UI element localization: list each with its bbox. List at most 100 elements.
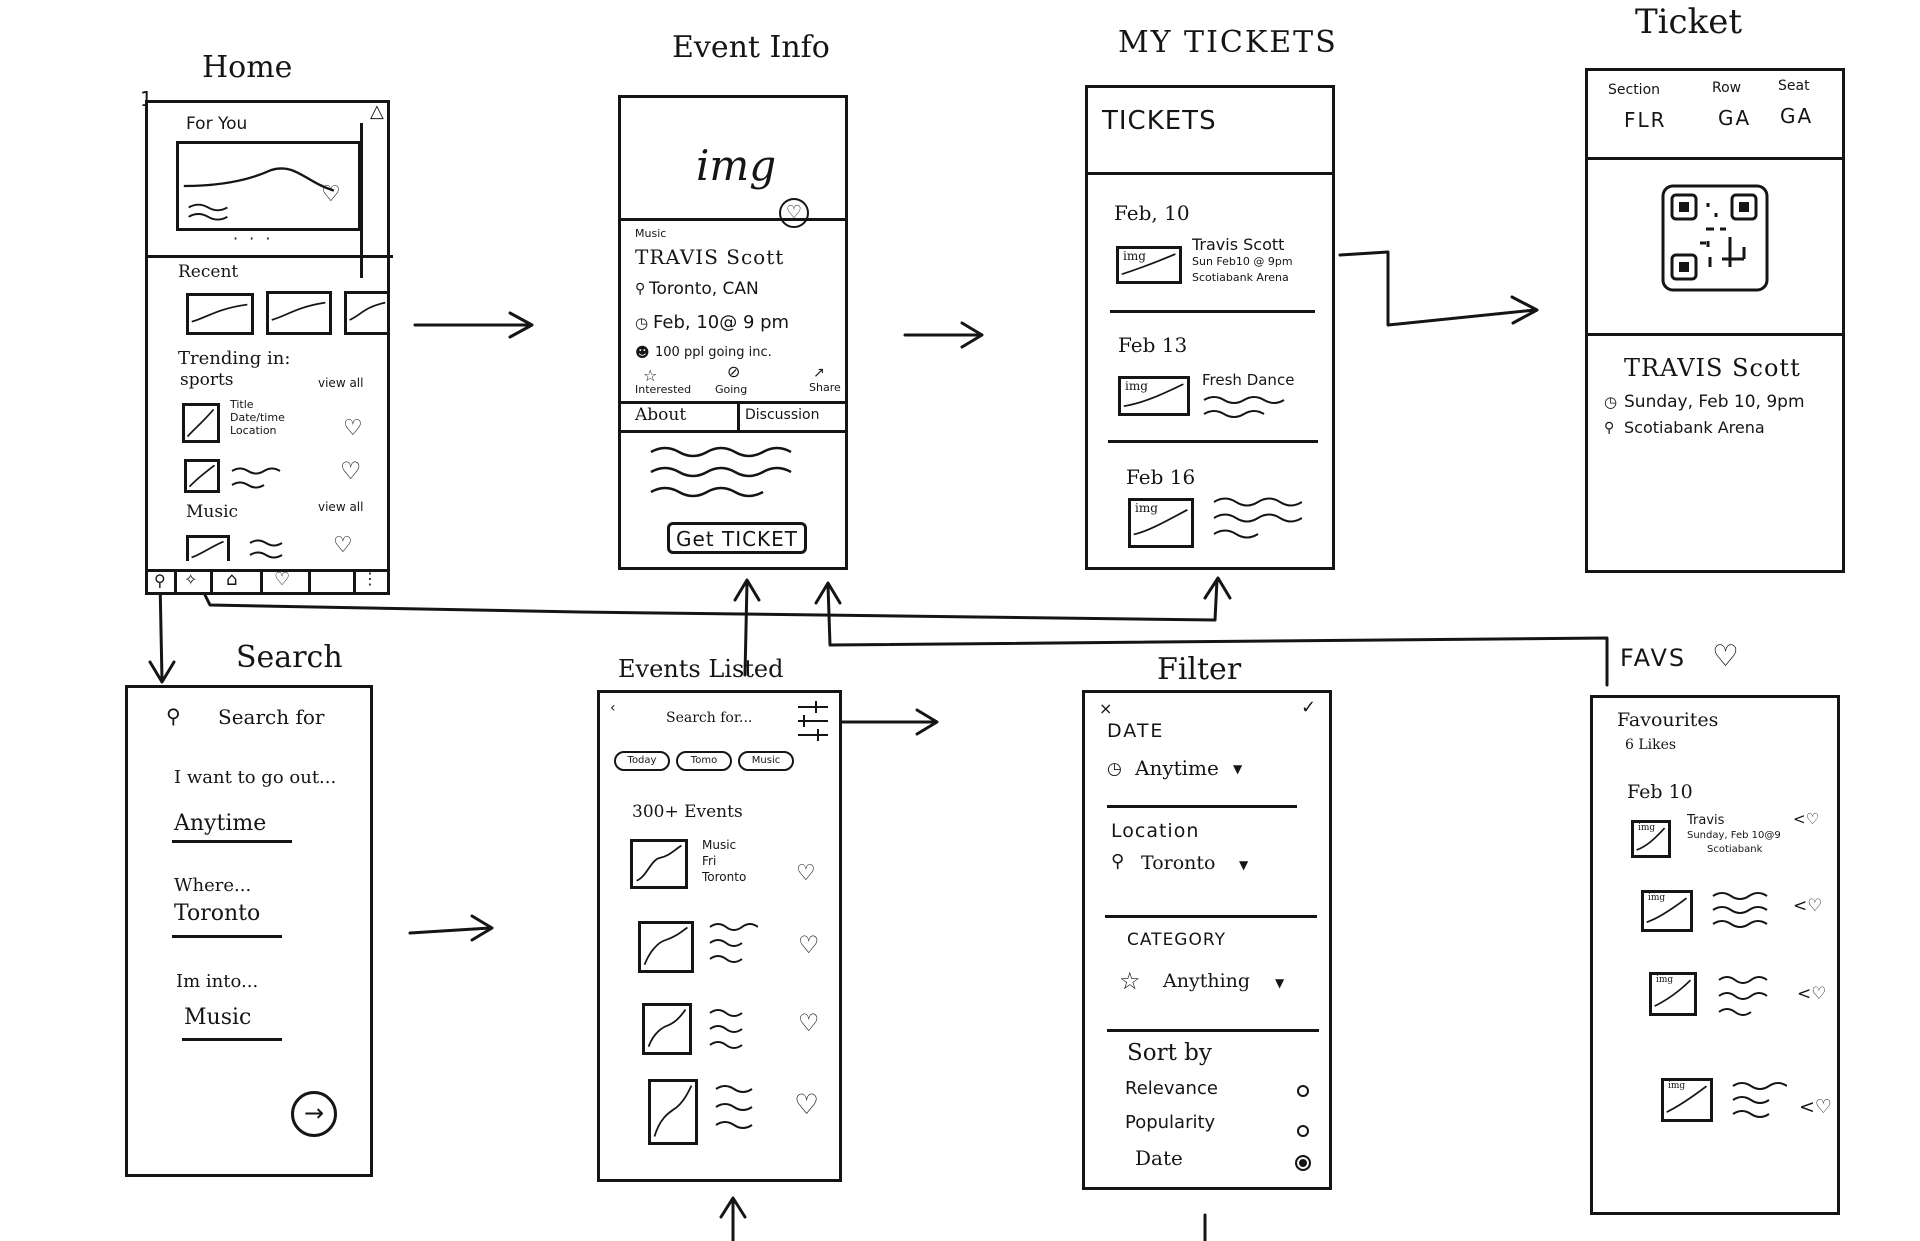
location-pin-icon: ⚲ xyxy=(1111,851,1125,872)
into-field[interactable]: Music xyxy=(184,1005,252,1030)
chip-tomorrow[interactable]: Tomo xyxy=(676,751,732,771)
filter-sliders-icon[interactable] xyxy=(796,701,830,743)
close-icon[interactable]: × xyxy=(1099,699,1113,718)
my-tickets-screen: TICKETS Feb, 10 img Travis Scott Sun Feb… xyxy=(1085,85,1335,570)
date-value[interactable]: Anytime xyxy=(1135,756,1219,780)
trending-item-location: Location xyxy=(230,424,277,437)
music-item-img[interactable] xyxy=(186,535,230,561)
clock-icon: ◷ xyxy=(1107,759,1122,779)
heart-icon[interactable]: ♡ xyxy=(274,569,291,590)
where-label: Where... xyxy=(174,875,252,896)
search-title: Search xyxy=(236,640,343,675)
submit-arrow-button[interactable]: → xyxy=(291,1091,337,1137)
chip-today[interactable]: Today xyxy=(614,751,670,771)
home-screen: For You △ ♡ · · · Recent Trending in: sp… xyxy=(145,100,393,595)
interested-button[interactable]: Interested xyxy=(635,383,692,396)
recent-card-2[interactable] xyxy=(266,291,332,335)
heart-icon[interactable]: ♡ xyxy=(340,457,362,485)
sort-relevance-radio[interactable] xyxy=(1297,1085,1309,1097)
share-icon[interactable]: <♡ xyxy=(1797,984,1827,1004)
event-going-count: 100 ppl going inc. xyxy=(655,345,772,360)
ticket-1-artist: Travis Scott xyxy=(1192,235,1285,254)
get-ticket-button[interactable]: Get TICKET xyxy=(667,522,807,554)
trending-item-img[interactable] xyxy=(182,403,220,443)
share-icon[interactable]: <♡ xyxy=(1799,1096,1832,1118)
search-input[interactable]: Search for xyxy=(218,705,325,729)
recent-card-3[interactable] xyxy=(344,291,390,335)
favourites-header: Favourites xyxy=(1617,709,1719,731)
featured-card[interactable]: ♡ xyxy=(176,141,361,231)
recent-card-1[interactable] xyxy=(186,293,254,335)
heart-icon[interactable]: ♡ xyxy=(333,533,353,558)
event-2-img[interactable] xyxy=(638,921,694,973)
location-value[interactable]: Toronto xyxy=(1141,852,1216,874)
sort-popularity-radio[interactable] xyxy=(1297,1125,1309,1137)
arrow-nav-to-tickets xyxy=(203,576,1232,622)
ticket-2-img[interactable]: img xyxy=(1118,376,1190,416)
where-field[interactable]: Toronto xyxy=(174,901,261,926)
check-icon[interactable]: ✓ xyxy=(1301,697,1317,718)
going-button[interactable]: Going xyxy=(715,383,748,396)
ticket-1-datetime: Sun Feb10 @ 9pm xyxy=(1192,255,1293,268)
arrow-event-to-tickets xyxy=(903,321,984,349)
event-1-day: Fri xyxy=(702,854,717,868)
location-pin-icon: ⚲ xyxy=(635,281,646,297)
chip-music[interactable]: Music xyxy=(738,751,794,771)
arrow-bottom-up xyxy=(719,1196,747,1241)
heart-icon[interactable]: ♡ xyxy=(798,931,820,959)
share-icon[interactable]: <♡ xyxy=(1793,810,1820,828)
fav-4-img[interactable]: img xyxy=(1661,1078,1713,1122)
fav-3-img[interactable]: img xyxy=(1649,972,1697,1016)
check-circle-icon[interactable]: ⊘ xyxy=(727,362,741,381)
share-button[interactable]: Share xyxy=(809,381,841,394)
heart-icon[interactable]: ♡ xyxy=(343,416,363,441)
search-icon[interactable]: ⚲ xyxy=(166,704,181,728)
more-icon[interactable]: ⋮ xyxy=(362,569,378,588)
fav-1-img[interactable]: img xyxy=(1631,820,1671,858)
fav-2-img[interactable]: img xyxy=(1641,890,1693,932)
ticket-3-img[interactable]: img xyxy=(1128,498,1194,548)
chevron-down-icon[interactable]: ▼ xyxy=(1275,976,1285,990)
search-icon[interactable]: ⚲ xyxy=(154,571,166,590)
bell-icon[interactable]: △ xyxy=(370,101,384,122)
star-icon: ☆ xyxy=(1119,967,1141,995)
bottom-nav: ⚲ ✧ ⌂ ♡ ⋮ xyxy=(148,571,387,595)
event-3-img[interactable] xyxy=(642,1003,692,1055)
heart-icon: ♡ xyxy=(1712,639,1739,674)
ticket-2-date: Feb 13 xyxy=(1118,333,1188,357)
chevron-down-icon[interactable]: ▼ xyxy=(1233,762,1243,776)
tab-discussion[interactable]: Discussion xyxy=(745,407,820,423)
event-4-img[interactable] xyxy=(648,1079,698,1145)
category-value[interactable]: Anything xyxy=(1163,970,1251,992)
heart-icon[interactable]: ♡ xyxy=(798,1009,820,1037)
home-icon[interactable]: ⌂ xyxy=(226,569,238,590)
trending-item-img-2[interactable] xyxy=(184,459,220,493)
sort-relevance-label: Relevance xyxy=(1125,1078,1218,1099)
when-field[interactable]: Anytime xyxy=(174,811,267,836)
arrow-tickets-to-ticket xyxy=(1338,250,1539,327)
share-icon[interactable]: ↗ xyxy=(813,365,825,381)
ticket-icon[interactable]: ✧ xyxy=(184,570,198,589)
trending-item-date: Date/time xyxy=(230,411,285,424)
for-you-label: For You xyxy=(186,114,248,134)
back-icon[interactable]: ‹ xyxy=(610,700,616,716)
heart-icon[interactable]: ♡ xyxy=(796,861,816,886)
heart-icon[interactable]: ♡ xyxy=(321,182,341,207)
events-listed-screen: ‹ Search for... Today Tomo Music 300+ Ev… xyxy=(597,690,842,1182)
view-all-link-2[interactable]: view all xyxy=(318,500,364,514)
view-all-link-1[interactable]: view all xyxy=(318,376,364,390)
ticket-1-venue: Scotiabank Arena xyxy=(1192,271,1289,284)
arrow-search-to-events xyxy=(408,914,494,942)
chevron-down-icon[interactable]: ▼ xyxy=(1239,858,1249,872)
star-icon[interactable]: ☆ xyxy=(643,366,658,385)
sort-date-radio[interactable] xyxy=(1295,1155,1311,1171)
ticket-1-img[interactable]: img xyxy=(1116,246,1182,284)
share-icon[interactable]: <♡ xyxy=(1793,896,1823,916)
event-datetime: Feb, 10@ 9 pm xyxy=(653,312,790,333)
heart-icon[interactable]: ♡ xyxy=(779,198,809,228)
trending-item-title: Title xyxy=(230,398,254,411)
event-1-img[interactable] xyxy=(630,839,688,889)
events-search-input[interactable]: Search for... xyxy=(666,710,753,726)
tab-about[interactable]: About xyxy=(635,405,687,425)
heart-icon[interactable]: ♡ xyxy=(794,1088,820,1121)
